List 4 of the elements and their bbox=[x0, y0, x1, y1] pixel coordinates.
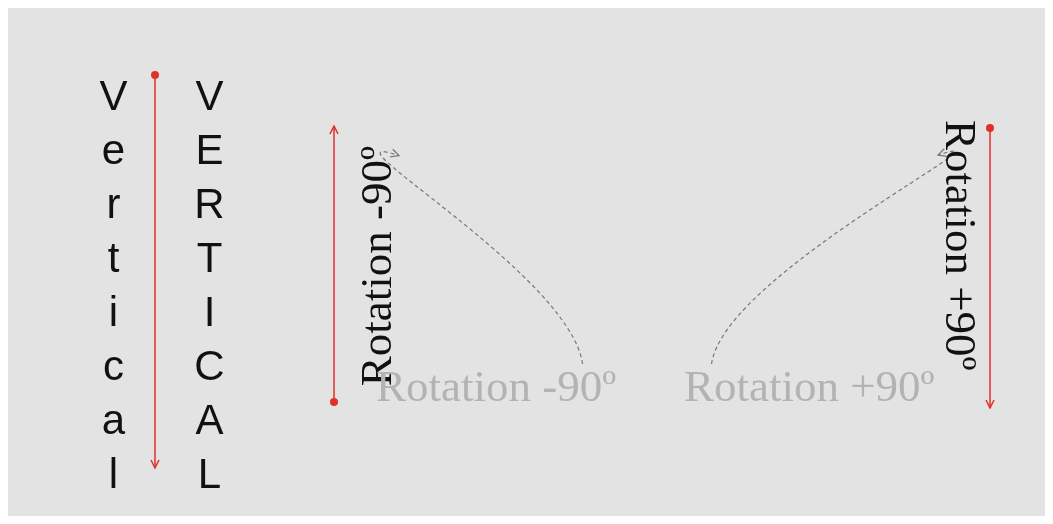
stacked-text: VERTICAL bbox=[188, 72, 230, 504]
stacked-text: Vertical bbox=[92, 72, 134, 504]
curved-arrow bbox=[710, 148, 954, 365]
rotated-text: Rotation +90º bbox=[938, 120, 983, 371]
